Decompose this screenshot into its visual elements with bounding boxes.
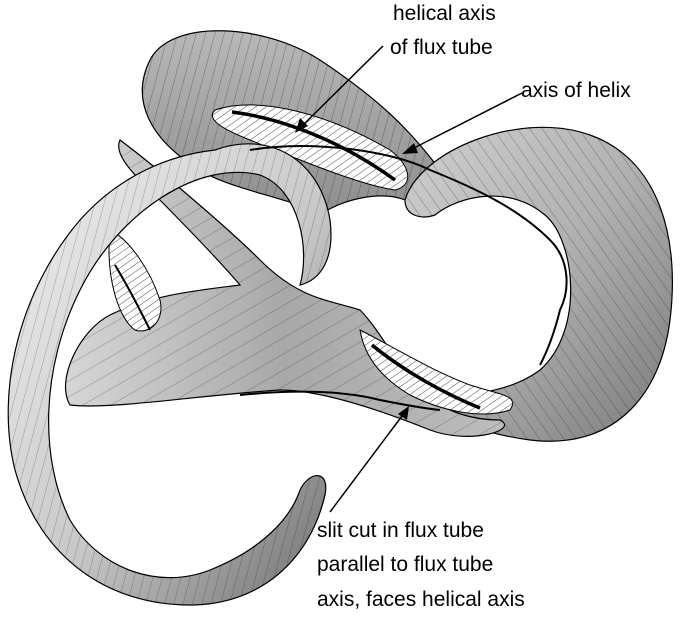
label-helical-axis-line1: helical axis: [393, 2, 496, 25]
label-slit-line3: axis, faces helical axis: [317, 588, 525, 611]
leader-slit: [330, 406, 409, 512]
label-axis-of-helix: axis of helix: [521, 79, 631, 102]
label-slit-line2: parallel to flux tube: [317, 553, 493, 576]
label-helical-axis-line2: of flux tube: [390, 36, 493, 59]
label-slit-line1: slit cut in flux tube: [317, 519, 484, 542]
